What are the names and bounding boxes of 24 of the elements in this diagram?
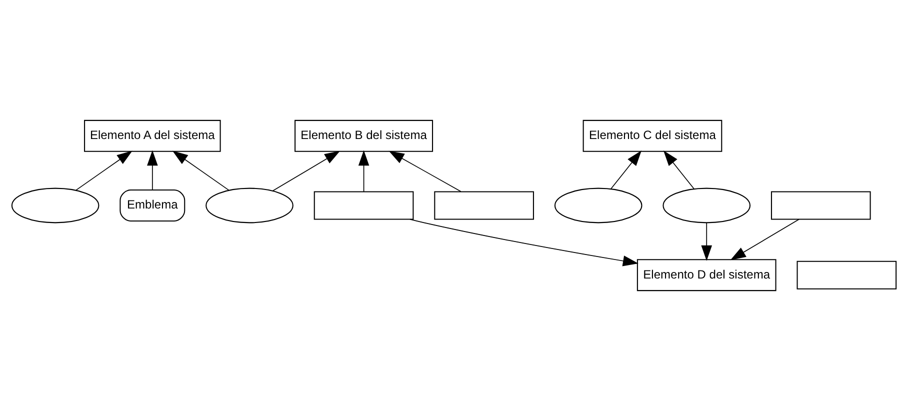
arrow: [730, 218, 800, 260]
arrow: [610, 150, 642, 190]
arrow: [76, 150, 132, 191]
node-ellipse: [206, 188, 294, 224]
node-box: Emblema: [120, 190, 186, 222]
arrow: [410, 218, 638, 266]
node-ellipse: [11, 188, 100, 224]
node-box: Elemento D del sistema: [636, 259, 776, 292]
node-ellipse: [662, 188, 751, 224]
arrow: [701, 222, 712, 261]
node-box: [796, 260, 897, 290]
node-box: [434, 191, 534, 220]
arrow: [172, 150, 230, 191]
arrow: [663, 150, 695, 190]
node-box: [770, 191, 871, 220]
node-box: Elemento B del sistema: [294, 120, 434, 152]
arrow: [388, 150, 462, 192]
node-ellipse: [554, 188, 642, 224]
arrow: [147, 150, 158, 190]
node-box: [314, 191, 414, 220]
arrow: [272, 150, 340, 192]
node-box: Elemento A del sistema: [84, 120, 221, 152]
arrow: [358, 150, 370, 192]
node-box: Elemento C del sistema: [582, 120, 722, 152]
